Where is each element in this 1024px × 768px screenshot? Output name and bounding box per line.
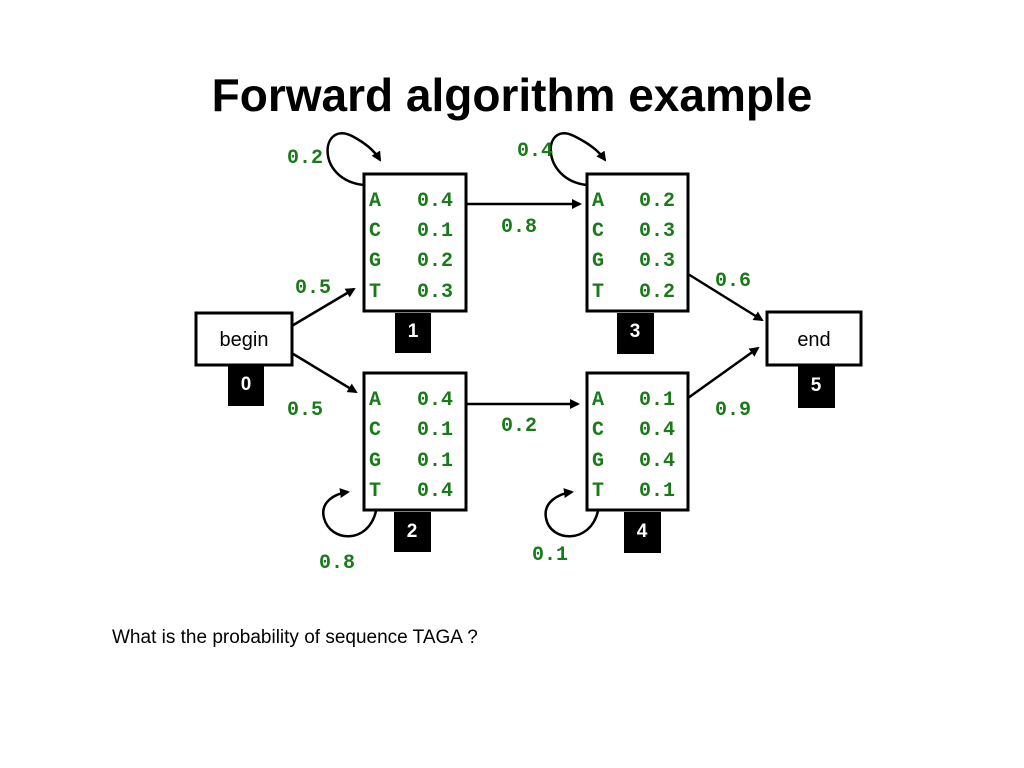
state-2-emission-prob: 0.1 — [417, 450, 453, 473]
state-2-node: A 0.4 C 0.1 G 0.1 T 0.4 2 — [362, 371, 468, 552]
begin-id-badge — [228, 366, 264, 406]
state-2-emission-symbol: G — [369, 450, 381, 473]
state-2-emission-symbol: A — [369, 389, 381, 412]
end-box — [765, 310, 863, 367]
state-3-emission-symbol: C — [592, 220, 604, 243]
label-self-loop-state4: 0.1 — [532, 544, 568, 567]
state-3-box — [585, 172, 690, 313]
edge-begin-to-state2 — [289, 350, 358, 394]
state-1-emission-prob: 0.1 — [417, 220, 453, 243]
state-4-emission-prob: 0.1 — [639, 480, 675, 503]
label-state1-to-state3: 0.8 — [501, 216, 537, 239]
label-state2-to-state4: 0.2 — [501, 415, 537, 438]
state-3-emission-symbol: T — [592, 281, 604, 304]
state-4-emission-symbol: G — [592, 450, 604, 473]
state-4-node: A 0.1 C 0.4 G 0.4 T 0.1 4 — [585, 371, 690, 553]
state-2-emission-symbol: C — [369, 419, 381, 442]
question-text: What is the probability of sequence TAGA… — [112, 627, 478, 648]
state-3-emission-prob: 0.3 — [639, 250, 675, 273]
state-2-emission-prob: 0.4 — [417, 480, 453, 503]
state-3-emission-symbol: A — [592, 190, 604, 213]
state-4-emission-prob: 0.4 — [639, 450, 675, 473]
label-self-loop-state2: 0.8 — [319, 552, 355, 575]
state-3-id: 3 — [630, 321, 641, 342]
state-4-emission-prob: 0.1 — [639, 389, 675, 412]
state-4-emission-prob: 0.4 — [639, 419, 675, 442]
state-1-emission-symbol: C — [369, 220, 381, 243]
state-1-id: 1 — [408, 321, 419, 342]
slide-title: Forward algorithm example — [211, 69, 813, 121]
state-4-emission-symbol: C — [592, 419, 604, 442]
state-3-emission-prob: 0.3 — [639, 220, 675, 243]
state-4-emission-symbol: T — [592, 480, 604, 503]
state-4-id: 4 — [637, 521, 648, 542]
state-1-emission-symbol: G — [369, 250, 381, 273]
state-1-emission-prob: 0.3 — [417, 281, 453, 304]
edge-state3-to-end — [687, 272, 764, 322]
state-2-box — [362, 371, 468, 512]
label-state3-to-end: 0.6 — [715, 270, 751, 293]
state-2-id-badge — [394, 512, 431, 552]
label-state4-to-end: 0.9 — [715, 399, 751, 422]
label-begin-to-state1: 0.5 — [295, 277, 331, 300]
state-1-emission-symbol: T — [369, 281, 381, 304]
state-3-emission-prob: 0.2 — [639, 281, 675, 304]
state-3-emission-symbol: G — [592, 250, 604, 273]
state-4-emission-symbol: A — [592, 389, 604, 412]
state-2-emission-prob: 0.1 — [417, 419, 453, 442]
self-loop-state1 — [326, 132, 382, 187]
edge-begin-to-state1 — [289, 287, 356, 329]
label-begin-to-state2: 0.5 — [287, 399, 323, 422]
state-3-node: A 0.2 C 0.3 G 0.3 T 0.2 3 — [585, 172, 690, 354]
begin-node: begin 0 — [194, 311, 294, 406]
label-self-loop-state1: 0.2 — [287, 147, 323, 170]
begin-box — [194, 311, 294, 367]
self-loop-state2 — [322, 488, 378, 538]
state-4-id-badge — [624, 512, 661, 553]
end-id-badge — [798, 366, 835, 408]
state-2-emission-symbol: T — [369, 480, 381, 503]
state-1-emission-symbol: A — [369, 190, 381, 213]
state-1-emission-prob: 0.4 — [417, 190, 453, 213]
state-4-box — [585, 371, 690, 512]
self-loop-state4 — [544, 488, 600, 538]
edge-state4-to-end — [687, 346, 760, 400]
end-label: end — [797, 329, 830, 351]
state-3-emission-prob: 0.2 — [639, 190, 675, 213]
label-self-loop-state3: 0.4 — [517, 140, 553, 163]
state-1-box — [362, 172, 468, 313]
state-1-id-badge — [395, 313, 431, 353]
state-3-id-badge — [617, 313, 654, 354]
state-1-node: A 0.4 C 0.1 G 0.2 T 0.3 1 — [362, 172, 468, 353]
begin-id: 0 — [241, 374, 252, 395]
state-2-id: 2 — [407, 521, 418, 542]
end-id: 5 — [811, 375, 822, 396]
self-loop-state3 — [549, 132, 607, 187]
end-node: end 5 — [765, 310, 863, 408]
begin-label: begin — [220, 329, 269, 351]
state-1-emission-prob: 0.2 — [417, 250, 453, 273]
state-2-emission-prob: 0.4 — [417, 389, 453, 412]
